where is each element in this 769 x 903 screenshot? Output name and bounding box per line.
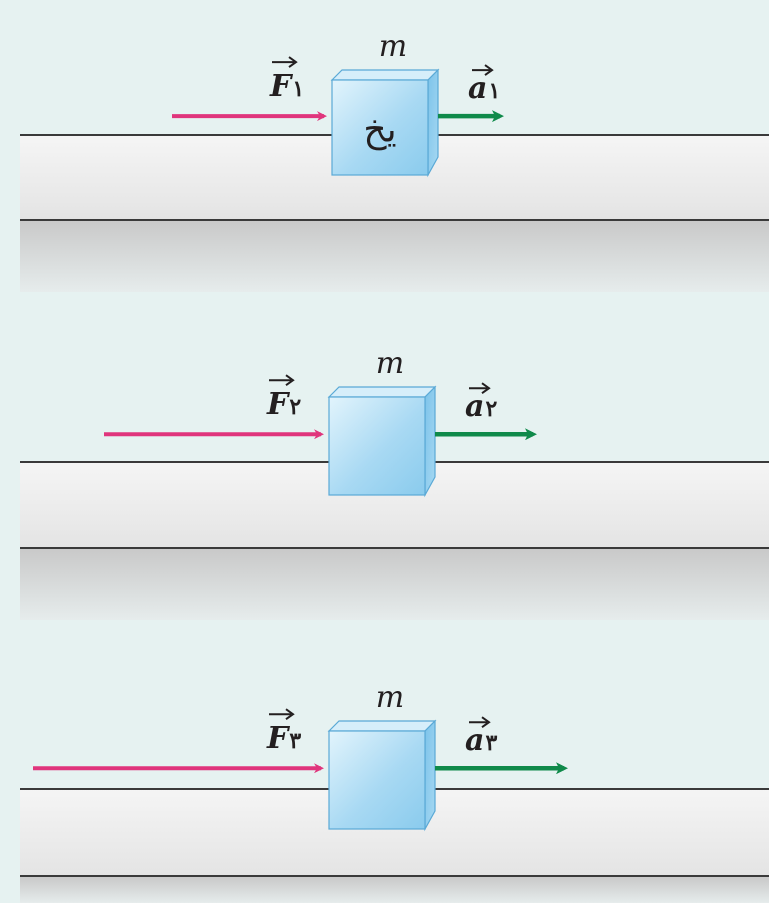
svg-text:a۱: a۱	[468, 71, 500, 106]
acceleration-label: a۳	[465, 716, 497, 758]
accel-vector-head	[484, 64, 494, 76]
ground-shadow	[20, 877, 769, 903]
force-vector-head	[285, 374, 295, 387]
accel-subscript: ۳	[485, 730, 497, 756]
ice-cube	[327, 719, 437, 832]
cube-front-face	[331, 79, 429, 176]
accel-vector-head	[481, 716, 491, 729]
cube-top-face	[327, 720, 437, 732]
svg-text:F۲: F۲	[266, 387, 301, 422]
ground-shadow	[20, 221, 769, 292]
force-label: F۲	[266, 374, 301, 422]
mass-label: m	[379, 29, 407, 64]
mass-label: m	[376, 346, 404, 381]
accel-vector-head	[481, 382, 491, 395]
panel-2: mF۲ a۲	[20, 346, 769, 620]
force-vector-head	[285, 708, 295, 721]
force-subscript: ۳	[289, 728, 301, 754]
ice-cube	[327, 385, 437, 498]
cube-top-face	[330, 69, 440, 81]
cube-top-face	[327, 386, 437, 398]
svg-text:a۲: a۲	[465, 389, 497, 424]
cube-front-face	[328, 396, 426, 496]
ground-shadow	[20, 549, 769, 620]
svg-text:a۳: a۳	[465, 723, 497, 758]
force-label: F۳	[266, 708, 301, 756]
accel-subscript: ۲	[485, 396, 497, 422]
mass-label: m	[376, 680, 404, 715]
cube-label: یخ	[363, 110, 396, 151]
cube-side-face	[424, 385, 436, 498]
cube-side-face	[424, 719, 436, 832]
acceleration-label: a۱	[468, 64, 500, 106]
panel-3: mF۳ a۳	[20, 680, 769, 903]
panel-1: یخ mF۱ a۱	[20, 29, 769, 292]
cube-side-face	[427, 68, 439, 178]
force-label: F۱	[269, 56, 304, 104]
force-subscript: ۲	[289, 394, 301, 420]
force-subscript: ۱	[292, 76, 304, 102]
acceleration-label: a۲	[465, 382, 497, 424]
ice-cube: یخ	[330, 68, 440, 178]
svg-text:F۱: F۱	[269, 69, 304, 104]
accel-subscript: ۱	[488, 78, 500, 104]
svg-text:F۳: F۳	[266, 721, 301, 756]
cube-front-face	[328, 730, 426, 830]
force-vector-head	[288, 56, 298, 68]
